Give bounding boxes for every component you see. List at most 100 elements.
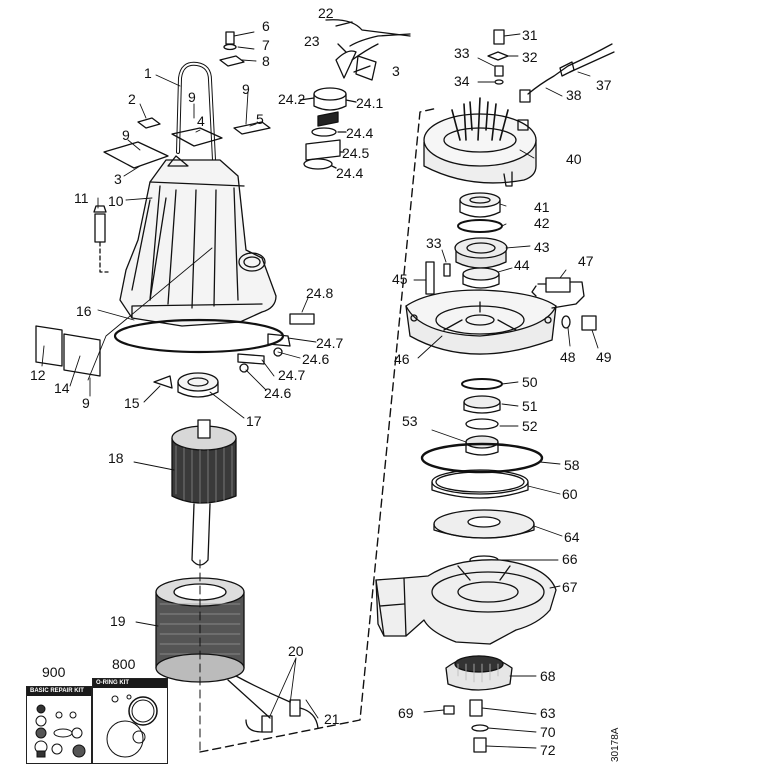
- part-label-8: 8: [262, 53, 270, 69]
- part-label-34: 34: [454, 73, 470, 89]
- part-label-33: 33: [426, 235, 442, 251]
- bearing-housing: [405, 289, 557, 355]
- part-label-24-6: 24.6: [302, 351, 330, 367]
- basic-repair-kit-box: BASIC REPAIR KIT: [26, 686, 92, 764]
- part-label-17: 17: [246, 413, 262, 429]
- part-label-24-5: 24.5: [342, 145, 370, 161]
- mechanical-seal: [463, 395, 501, 414]
- part-label-43: 43: [534, 239, 550, 255]
- float-switch: [531, 277, 585, 309]
- part-label-24-4: 24.4: [336, 165, 364, 181]
- part-label-24-7: 24.7: [278, 367, 306, 383]
- part-label-24-6: 24.6: [264, 385, 292, 401]
- stator: [155, 577, 291, 719]
- part-label-9: 9: [188, 89, 196, 105]
- part-label-31: 31: [522, 27, 538, 43]
- part-label-23: 23: [304, 33, 320, 49]
- part-label-16: 16: [76, 303, 92, 319]
- gasket: [63, 333, 101, 377]
- mechanical-seal: [465, 435, 499, 456]
- part-label-24-4: 24.4: [346, 125, 374, 141]
- part-label-40: 40: [566, 151, 582, 167]
- seal-ring: [431, 469, 529, 499]
- kit-parts-icon: [34, 704, 86, 758]
- part-label-24-2: 24.2: [278, 91, 306, 107]
- part-label-10: 10: [108, 193, 124, 209]
- part-label-1: 1: [144, 65, 152, 81]
- part-label-6: 6: [262, 18, 270, 34]
- bearing: [459, 192, 501, 218]
- gasket: [35, 325, 63, 367]
- part-label-18: 18: [108, 450, 124, 466]
- part-label-24-1: 24.1: [356, 95, 384, 111]
- o-ring-kit-title: O-RING KIT: [93, 679, 167, 688]
- bearing: [462, 267, 500, 289]
- basic-repair-kit-number: 900: [42, 664, 66, 680]
- part-label-64: 64: [564, 529, 580, 545]
- part-label-69: 69: [398, 705, 414, 721]
- part-label-53: 53: [402, 413, 418, 429]
- part-label-3: 3: [392, 63, 400, 79]
- bolt: [425, 261, 435, 295]
- part-label-70: 70: [540, 724, 556, 740]
- terminal-cover: [423, 97, 537, 187]
- suction-cover: [445, 655, 513, 691]
- leader-lines: [41, 31, 319, 719]
- lifting-handle: [176, 61, 216, 162]
- part-label-20: 20: [288, 643, 304, 659]
- motor-housing: [119, 155, 277, 327]
- part-label-24-7: 24.7: [316, 335, 344, 351]
- part-label-47: 47: [578, 253, 594, 269]
- part-label-24-8: 24.8: [306, 285, 334, 301]
- part-label-9: 9: [82, 395, 90, 411]
- bearing-flange: [454, 237, 508, 269]
- bolt: [443, 705, 455, 715]
- plate: [233, 121, 271, 135]
- part-label-42: 42: [534, 215, 550, 231]
- part-label-48: 48: [560, 349, 576, 365]
- part-label-66: 66: [562, 551, 578, 567]
- part-label-72: 72: [540, 742, 556, 758]
- plate: [137, 117, 161, 129]
- screw: [493, 29, 505, 45]
- plug: [581, 315, 597, 331]
- o-ring-kit-number: 800: [112, 656, 136, 672]
- part-label-22: 22: [318, 5, 334, 21]
- o-ring-kit-box: O-RING KIT: [92, 678, 168, 764]
- part-label-15: 15: [124, 395, 140, 411]
- part-label-44: 44: [514, 257, 530, 273]
- o-ring: [461, 378, 503, 390]
- part-label-9: 9: [242, 81, 250, 97]
- part-label-9: 9: [122, 127, 130, 143]
- part-label-50: 50: [522, 374, 538, 390]
- o-ring-set-icon: [106, 694, 158, 758]
- part-label-21: 21: [324, 711, 340, 727]
- drawing-number: 30178A: [610, 727, 621, 762]
- cover-plate: [103, 141, 169, 169]
- part-label-19: 19: [110, 613, 126, 629]
- part-label-45: 45: [392, 271, 408, 287]
- part-label-33: 33: [454, 45, 470, 61]
- plate: [171, 127, 223, 147]
- part-label-12: 12: [30, 367, 46, 383]
- basic-repair-kit-title: BASIC REPAIR KIT: [27, 687, 91, 696]
- bearing: [177, 372, 219, 398]
- wire-terminals: [245, 699, 319, 733]
- part-label-68: 68: [540, 668, 556, 684]
- part-label-7: 7: [262, 37, 270, 53]
- part-label-46: 46: [394, 351, 410, 367]
- leader-lines: [413, 33, 599, 749]
- part-label-38: 38: [566, 87, 582, 103]
- part-label-2: 2: [128, 91, 136, 107]
- impeller: [433, 509, 535, 539]
- part-label-14: 14: [54, 380, 70, 396]
- part-label-32: 32: [522, 49, 538, 65]
- part-label-4: 4: [197, 113, 205, 129]
- volute-casing: [375, 559, 557, 645]
- part-label-49: 49: [596, 349, 612, 365]
- part-label-11: 11: [74, 190, 89, 206]
- part-label-63: 63: [540, 705, 556, 721]
- part-label-52: 52: [522, 418, 538, 434]
- part-label-60: 60: [562, 486, 578, 502]
